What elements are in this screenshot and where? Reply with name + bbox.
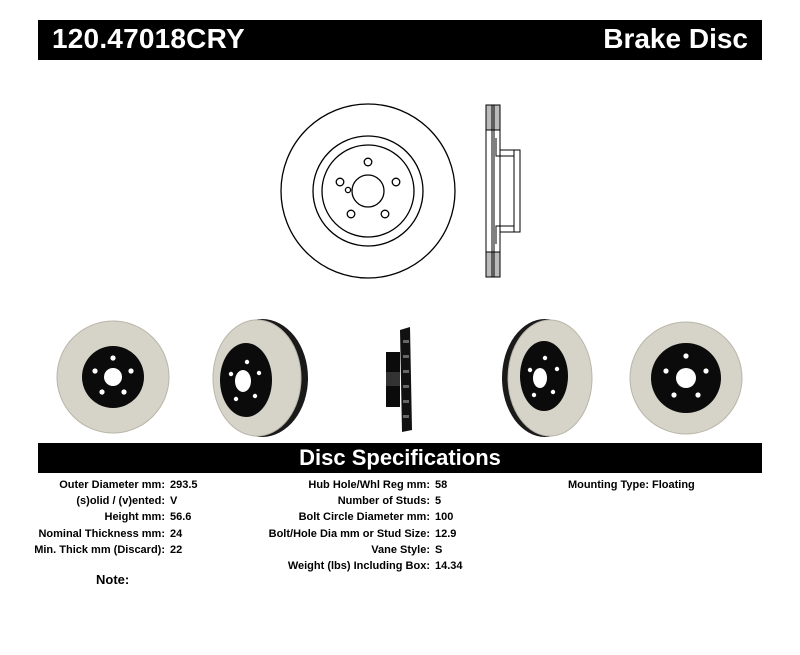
spec-row: Weight (lbs) Including Box: 14.34 <box>260 558 500 574</box>
spec-label: Number of Studs: <box>337 495 430 508</box>
document-type: Brake Disc <box>603 23 748 54</box>
disc-photo-angle-left <box>212 319 308 437</box>
spec-label: Hub Hole/Whl Reg mm: <box>308 479 430 491</box>
spec-row: Min. Thick mm (Discard): 22 <box>0 542 230 558</box>
spec-label: Nominal Thickness mm: <box>38 527 165 540</box>
spec-label: (s)olid / (v)ented: <box>76 495 165 508</box>
spec-label: Height mm: <box>104 511 166 524</box>
spec-value: V <box>170 495 178 508</box>
note-label: Note: <box>96 572 130 587</box>
spec-column-dimensions: Outer Diameter mm: 293.5 (s)olid / (v)ent… <box>0 477 230 558</box>
spec-row: Number of Studs: 5 <box>260 493 500 509</box>
spec-row: (s)olid / (v)ented: V <box>0 493 230 509</box>
spec-value: 293.5 <box>170 479 198 491</box>
spec-label: Min. Thick mm (Discard): <box>34 543 165 556</box>
spec-value: 5 <box>435 495 442 508</box>
spec-row: Nominal Thickness mm: 24 <box>0 526 230 542</box>
spec-label: Bolt Circle Diameter mm: <box>298 511 430 524</box>
side-section-drawing <box>485 104 521 278</box>
spec-label: Mounting Type: <box>567 479 649 491</box>
spec-value: 24 <box>170 527 183 540</box>
spec-value: 12.9 <box>435 527 457 540</box>
spec-row: Height mm: 56.6 <box>0 509 230 525</box>
disc-photo-front <box>56 320 170 434</box>
spec-value: S <box>435 543 443 556</box>
disc-photo-angle-right <box>502 319 593 437</box>
spec-label: Outer Diameter mm: <box>59 479 165 491</box>
spec-label: Vane Style: <box>371 543 430 556</box>
spec-value: Floating <box>652 479 695 491</box>
front-view-drawing <box>280 103 456 279</box>
spec-value: 58 <box>435 479 448 491</box>
spec-row: Mounting Type:Floating <box>560 477 760 493</box>
spec-row: Outer Diameter mm: 293.5 <box>0 477 230 493</box>
disc-photo-edge <box>386 327 412 432</box>
spec-row: Vane Style: S <box>260 542 500 558</box>
spec-column-mounting: Hub Hole/Whl Reg mm: 58 Number of Studs: 5… <box>260 477 500 574</box>
spec-section-bar: Disc Specifications <box>38 443 762 473</box>
spec-column-other: Mounting Type:Floating <box>560 477 760 493</box>
spec-row: Bolt/Hole Dia mm or Stud Size: 12.9 <box>260 526 500 542</box>
spec-value: 56.6 <box>170 511 192 524</box>
spec-section-title: Disc Specifications <box>299 445 501 470</box>
disc-drawings <box>56 103 743 437</box>
spec-label: Weight (lbs) Including Box: <box>287 559 430 572</box>
spec-row: Hub Hole/Whl Reg mm: 58 <box>260 477 500 493</box>
spec-value: 14.34 <box>435 559 463 572</box>
header-bar: 120.47018CRY Brake Disc <box>38 20 762 60</box>
spec-row: Bolt Circle Diameter mm: 100 <box>260 509 500 525</box>
spec-label: Bolt/Hole Dia mm or Stud Size: <box>268 527 430 540</box>
spec-value: 100 <box>435 511 454 524</box>
part-number: 120.47018CRY <box>52 23 245 54</box>
spec-value: 22 <box>170 543 183 556</box>
disc-photo-front-hub <box>629 321 743 435</box>
